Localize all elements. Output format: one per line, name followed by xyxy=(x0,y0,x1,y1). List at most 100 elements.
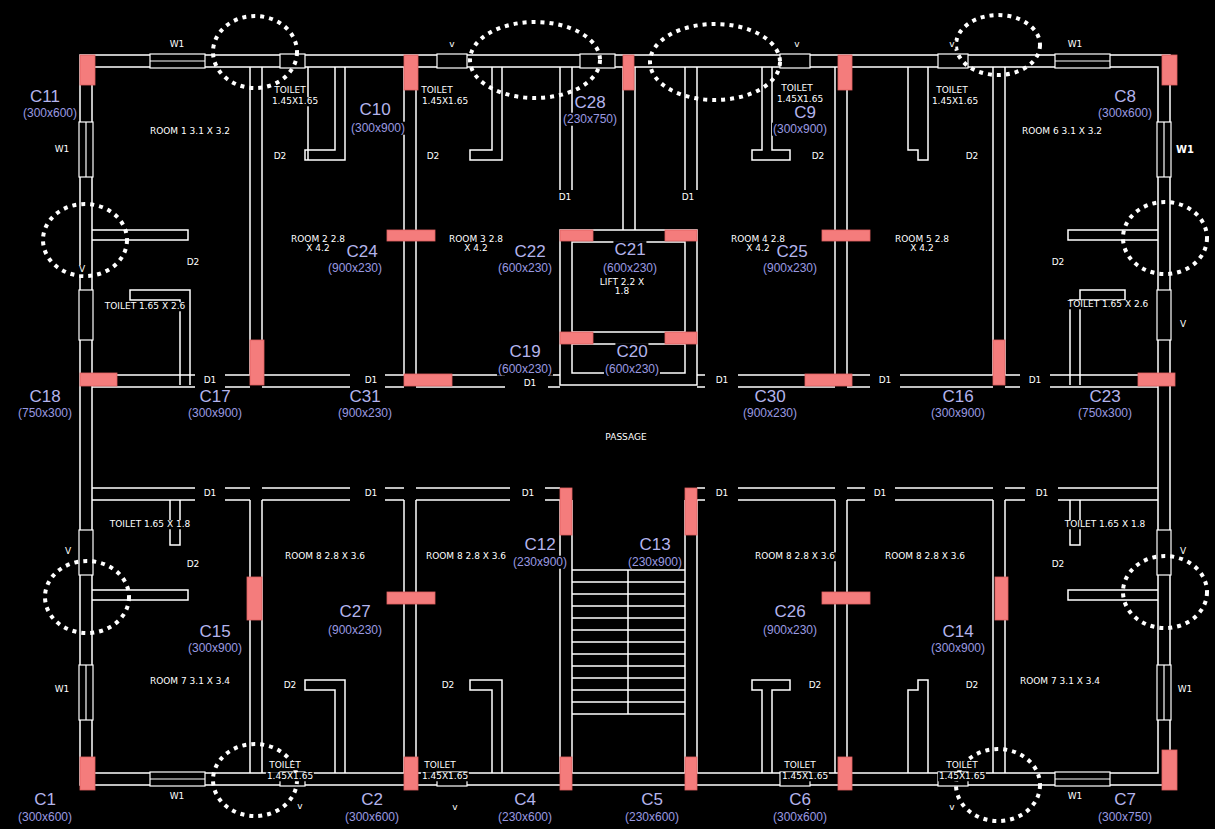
plan-label: 1.45X1.65 xyxy=(938,772,986,781)
plan-label: D2 xyxy=(441,681,456,690)
column-label: C10 xyxy=(358,101,391,119)
plan-label: D2 xyxy=(186,258,201,267)
column-size: (600x230) xyxy=(604,363,660,376)
plan-label: V xyxy=(1179,547,1187,556)
column-label: C1 xyxy=(33,791,57,809)
column-size: (750x300) xyxy=(1077,407,1133,420)
plan-label: ROOM 3 2.8 X 4.2 xyxy=(444,235,508,254)
plan-label: W1 xyxy=(169,40,186,49)
plan-label: TOILET 1.65 X 1.8 xyxy=(109,520,192,529)
plan-label: v xyxy=(793,40,800,49)
column-size: (900x230) xyxy=(327,262,383,275)
plan-label: LIFT 2.2 X 1.8 xyxy=(593,278,651,297)
column-size: (900x230) xyxy=(337,407,393,420)
plan-label: TOILET xyxy=(273,86,306,95)
column-label: C27 xyxy=(338,603,371,621)
plan-label: D2 xyxy=(186,560,201,569)
column-size: (300x600) xyxy=(17,811,73,824)
column-size: (300x600) xyxy=(772,811,828,824)
plan-label: W1 xyxy=(1067,792,1084,801)
column-size: (300x900) xyxy=(772,123,828,136)
column-label: C25 xyxy=(775,243,808,261)
plan-label: D1 xyxy=(715,489,730,498)
column-size: (300x900) xyxy=(187,642,243,655)
plan-label: v xyxy=(448,40,455,49)
plan-label: 1.45X1.65 xyxy=(266,772,314,781)
plan-label: D2 xyxy=(1051,560,1066,569)
plan-label: ROOM 8 2.8 X 3.6 xyxy=(425,552,507,561)
plan-label: TOILET xyxy=(268,761,301,770)
column-size: (900x230) xyxy=(762,262,818,275)
plan-label: D1 xyxy=(1028,376,1043,385)
column-label: C4 xyxy=(513,791,537,809)
plan-label: D2 xyxy=(426,152,441,161)
plan-label: D2 xyxy=(283,681,298,690)
plan-label: D1 xyxy=(523,379,538,388)
column-label: C11 xyxy=(29,88,61,106)
plan-label: D1 xyxy=(521,489,536,498)
plan-label: 1.45X1.65 xyxy=(421,97,469,106)
column-label: C22 xyxy=(513,243,546,261)
plan-label: ROOM 5 2.8 X 4.2 xyxy=(890,235,954,254)
plan-label: ROOM 8 2.8 X 3.6 xyxy=(754,552,836,561)
plan-label: TOILET 1.65 X 2.6 xyxy=(104,302,187,311)
column-size: (230x750) xyxy=(562,113,618,126)
plan-label: PASSAGE xyxy=(604,433,647,442)
plan-label: TOILET xyxy=(780,84,813,93)
plan-label: D1 xyxy=(681,193,696,202)
column-label: C12 xyxy=(523,536,556,554)
column-size: (900x230) xyxy=(742,407,798,420)
plan-label: TOILET 1.65 X 1.8 xyxy=(1064,520,1147,529)
plan-label: D1 xyxy=(364,376,379,385)
plan-label: ROOM 8 2.8 X 3.6 xyxy=(284,552,366,561)
plan-label: 1.45X1.65 xyxy=(421,772,469,781)
column-size: (300x600) xyxy=(1097,107,1153,120)
plan-label: TOILET xyxy=(945,761,978,770)
column-size: (300x900) xyxy=(187,407,243,420)
column-size: (900x230) xyxy=(327,624,383,637)
column-label: C9 xyxy=(793,104,817,122)
column-label: C6 xyxy=(788,791,812,809)
column-label: C16 xyxy=(941,388,974,406)
plan-label: TOILET xyxy=(935,86,968,95)
plan-label: TOILET 1.65 X 2.6 xyxy=(1067,300,1150,309)
plan-label: v xyxy=(296,802,303,811)
column-size: (600x230) xyxy=(497,262,553,275)
column-label: C14 xyxy=(941,623,974,641)
plan-label: V xyxy=(78,265,86,274)
plan-label: TOILET xyxy=(420,86,453,95)
plan-label: v xyxy=(451,803,458,812)
column-label: C19 xyxy=(508,343,541,361)
column-size: (300x900) xyxy=(930,407,986,420)
plan-label: 1.45X1.65 xyxy=(931,97,979,106)
column-label: C31 xyxy=(348,388,381,406)
column-size: (300x600) xyxy=(344,811,400,824)
plan-label: V xyxy=(64,547,72,556)
column-label: C28 xyxy=(573,94,606,112)
plan-label: 1.45X1.65 xyxy=(781,772,829,781)
column-size: (900x230) xyxy=(762,624,818,637)
plan-label: ROOM 7 3.1 X 3.4 xyxy=(149,677,231,686)
plan-label: W1 xyxy=(1175,145,1195,156)
column-label: C30 xyxy=(753,388,786,406)
plan-label: V xyxy=(1179,320,1187,329)
plan-label: ROOM 8 2.8 X 3.6 xyxy=(884,552,966,561)
plan-label: D2 xyxy=(808,681,823,690)
plan-label: D2 xyxy=(965,681,980,690)
plan-label: D1 xyxy=(203,376,218,385)
plan-label: D1 xyxy=(873,489,888,498)
plan-label: TOILET xyxy=(423,761,456,770)
column-label: C26 xyxy=(773,603,806,621)
column-label: C17 xyxy=(198,388,231,406)
column-label: C15 xyxy=(198,623,231,641)
plan-label: W1 xyxy=(1067,40,1084,49)
column-size: (300x600) xyxy=(22,107,78,120)
column-label: C20 xyxy=(615,343,648,361)
column-size: (300x900) xyxy=(350,122,406,135)
plan-label: D1 xyxy=(1035,489,1050,498)
column-size: (600x230) xyxy=(497,363,553,376)
column-size: (300x750) xyxy=(1097,811,1153,824)
plan-label: ROOM 1 3.1 X 3.2 xyxy=(149,127,231,136)
plan-label: ROOM 2 2.8 X 4.2 xyxy=(286,235,350,254)
column-label: C2 xyxy=(360,791,384,809)
